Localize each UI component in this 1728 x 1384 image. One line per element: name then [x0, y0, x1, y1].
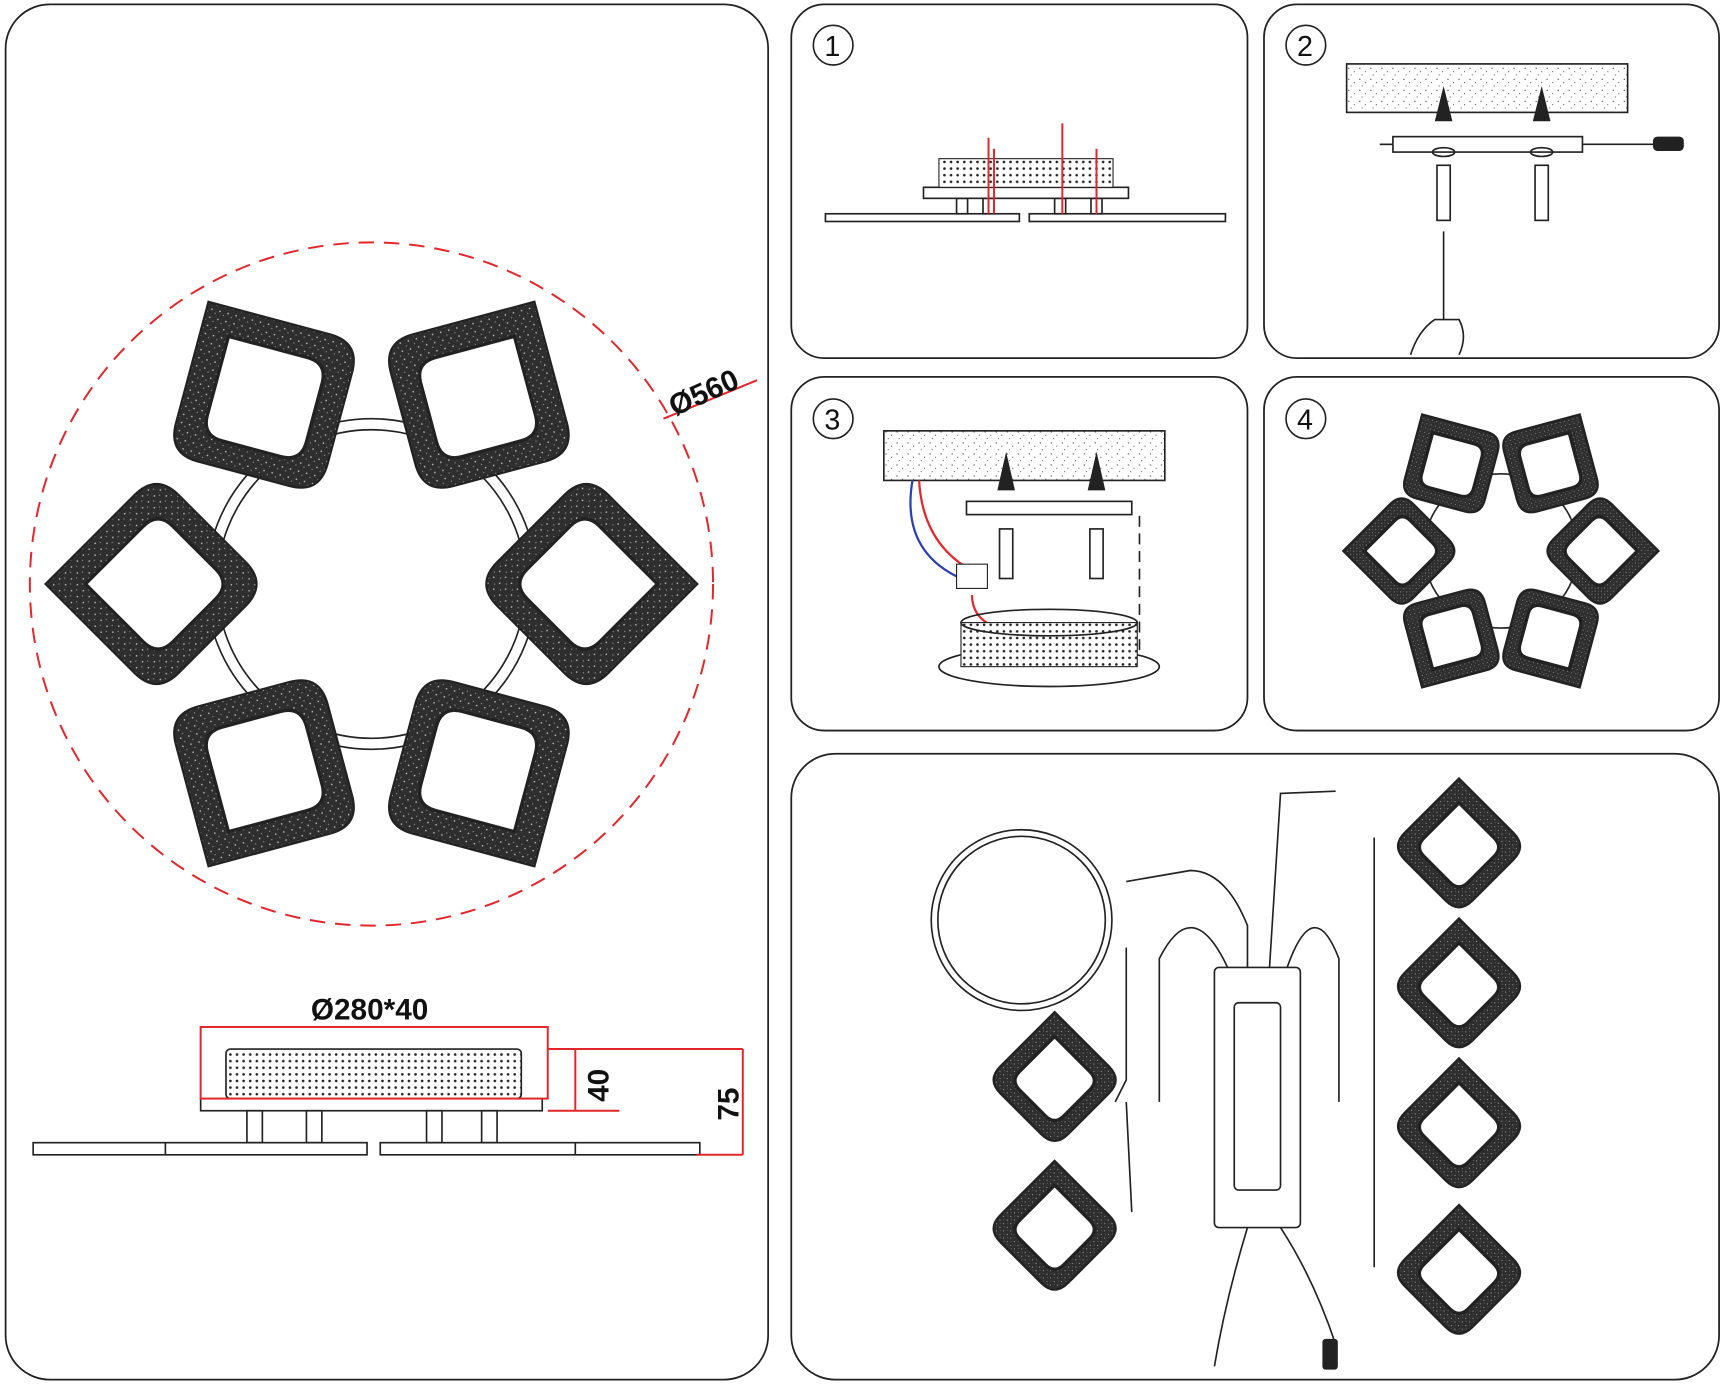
led-module-3 — [1396, 776, 1522, 909]
step-3-panel: 3 — [790, 375, 1249, 732]
assembled-petal-1 — [1403, 413, 1500, 514]
step-2-panel: 2 — [1263, 3, 1720, 360]
assembled-petal-3 — [1341, 497, 1456, 605]
led-driver — [1213, 966, 1302, 1229]
assembled-petal-6 — [1502, 588, 1599, 689]
led-module-4 — [1396, 916, 1522, 1049]
wiring-panel — [790, 752, 1720, 1381]
total-height-label: 75 — [712, 1088, 745, 1121]
led-module-group — [992, 776, 1522, 1335]
dimension-panel: Ø560 Ø280*40 40 75 — [4, 3, 770, 1381]
step-1-number: 1 — [824, 31, 840, 63]
step-2-number: 2 — [1297, 31, 1313, 63]
step-1-panel: 1 — [790, 3, 1249, 360]
assembled-petal-4 — [1546, 497, 1661, 605]
step-4-number: 4 — [1297, 405, 1313, 437]
led-module-2 — [992, 1159, 1117, 1291]
petal-2 — [388, 300, 570, 489]
assembled-petal-5 — [1403, 588, 1500, 689]
petal-1 — [173, 300, 355, 489]
petal-group — [43, 300, 699, 868]
petal-3 — [43, 482, 258, 686]
petal-5 — [173, 679, 355, 868]
base-size-label: Ø280*40 — [311, 993, 428, 1026]
base-height-label: 40 — [582, 1069, 615, 1102]
petal-6 — [388, 679, 570, 868]
assembled-petal-2 — [1502, 413, 1599, 514]
led-module-5 — [1396, 1056, 1522, 1189]
overall-diameter-circle — [28, 241, 715, 927]
led-module-6 — [1396, 1203, 1522, 1335]
step-3-number: 3 — [824, 405, 840, 437]
led-module-1 — [992, 1010, 1117, 1142]
assembled-petal-group — [1341, 413, 1661, 689]
petal-4 — [485, 482, 699, 686]
side-view: Ø280*40 40 75 — [32, 993, 745, 1156]
step-4-panel: 4 — [1263, 375, 1720, 732]
